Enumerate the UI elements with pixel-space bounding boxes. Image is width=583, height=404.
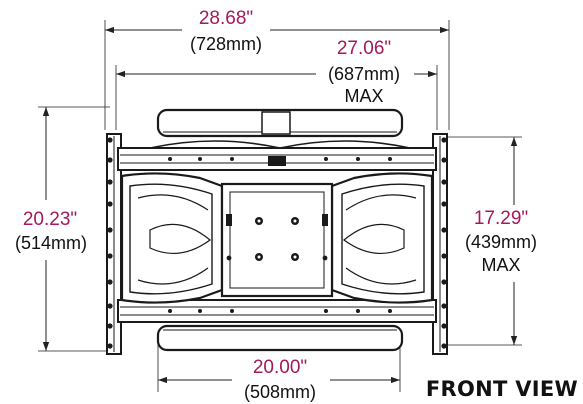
max-height-dimension: 17.29" (439mm) MAX bbox=[437, 136, 537, 346]
top-rail bbox=[117, 140, 437, 171]
max-height-inches: 17.29" bbox=[474, 208, 528, 229]
max-height-mm: (439mm) bbox=[465, 232, 537, 252]
max-width-mm: (687mm) bbox=[328, 64, 400, 84]
overall-height-inches: 20.23" bbox=[23, 209, 77, 230]
max-width-dimension: 27.06" (687mm) MAX bbox=[115, 38, 438, 130]
max-width-note: MAX bbox=[344, 86, 383, 106]
max-height-note: MAX bbox=[481, 255, 520, 275]
plate-width-inches: 20.00" bbox=[253, 357, 307, 378]
plate-width-mm: (508mm) bbox=[244, 382, 316, 402]
bottom-rail bbox=[117, 299, 437, 323]
left-arm bbox=[120, 172, 224, 304]
overall-width-dimension: 28.68" (728mm) bbox=[104, 8, 450, 130]
overall-height-mm: (514mm) bbox=[15, 233, 87, 253]
center-mount-plate bbox=[220, 182, 334, 298]
right-arm bbox=[330, 172, 434, 304]
plate-width-dimension: 20.00" (508mm) bbox=[157, 340, 401, 402]
tv-mount-front bbox=[106, 108, 448, 355]
max-width-inches: 27.06" bbox=[337, 38, 391, 59]
bottom-wall-plate bbox=[156, 324, 404, 352]
view-title: FRONT VIEW bbox=[426, 377, 578, 401]
overall-width-inches: 28.68" bbox=[199, 8, 253, 29]
overall-height-dimension: 20.23" (514mm) bbox=[15, 106, 110, 352]
overall-width-mm: (728mm) bbox=[190, 34, 262, 54]
